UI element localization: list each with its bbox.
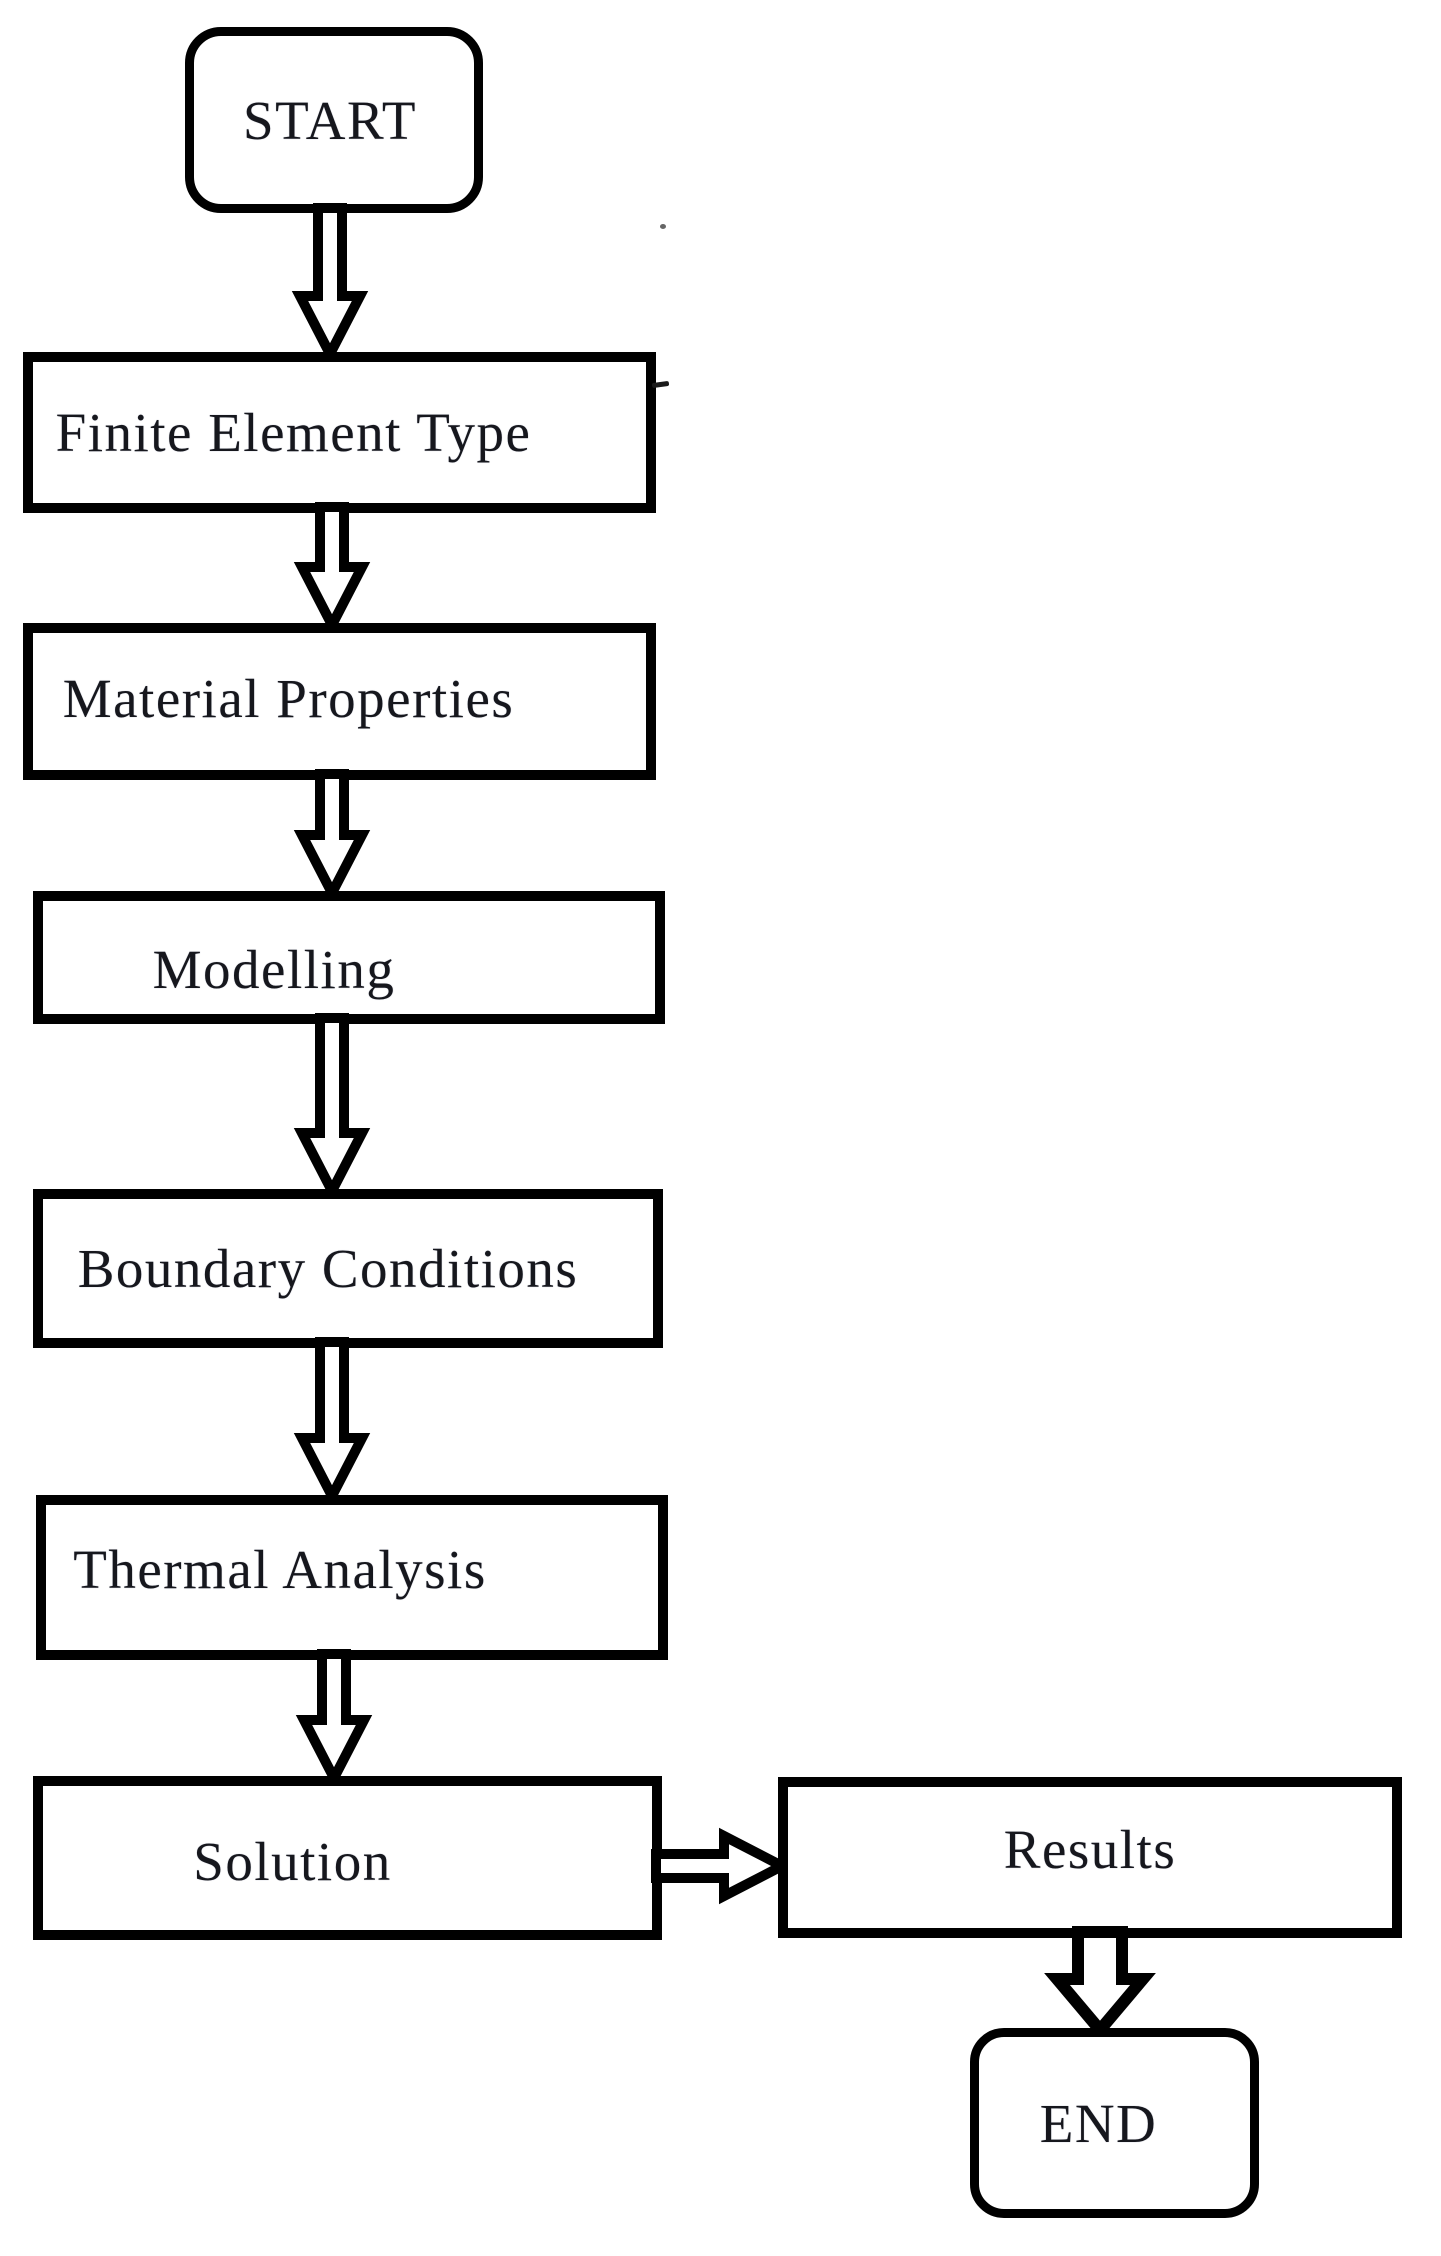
node-results-label: Results (1003, 1819, 1177, 1880)
down-arrow-shape (1044, 1926, 1156, 2040)
down-arrow-shape (291, 203, 369, 365)
node-thermal-analysis: Thermal Analysis (36, 1495, 668, 1660)
down-arrow-shape (293, 502, 371, 636)
arrow-thermal-analysis-to-solution-icon (295, 1649, 373, 1789)
arrow-solution-to-results-icon (651, 1827, 793, 1905)
down-arrow-shape (293, 1013, 371, 1202)
node-start-label: START (243, 89, 417, 151)
arrow-material-properties-to-modelling-icon (293, 769, 371, 904)
down-arrow-shape (293, 1337, 371, 1507)
right-arrow-shape (651, 1827, 793, 1905)
node-modelling: Modelling (33, 891, 665, 1024)
node-material-properties-label: Material Properties (62, 668, 515, 729)
node-start: START (185, 27, 483, 213)
arrow-boundary-conditions-to-thermal-analysis-icon (293, 1337, 371, 1507)
node-material-properties: Material Properties (23, 623, 656, 780)
node-solution: Solution (33, 1776, 662, 1940)
node-boundary-conditions: Boundary Conditions (33, 1189, 663, 1348)
node-results: Results (778, 1777, 1402, 1938)
arrow-modelling-to-boundary-conditions-icon (293, 1013, 371, 1202)
stray-mark-dash (651, 380, 670, 389)
node-thermal-analysis-label: Thermal Analysis (73, 1539, 487, 1600)
arrow-results-to-end-icon (1044, 1926, 1156, 2040)
node-finite-element-type: Finite Element Type (23, 352, 656, 513)
arrow-start-to-finite-element-type-icon (291, 203, 369, 365)
node-solution-label: Solution (193, 1830, 392, 1892)
node-end-label: END (1039, 2092, 1158, 2154)
node-end: END (970, 2028, 1259, 2218)
node-modelling-label: Modelling (152, 939, 396, 1000)
stray-mark-dot (660, 224, 666, 229)
down-arrow-shape (295, 1649, 373, 1789)
down-arrow-shape (293, 769, 371, 904)
node-finite-element-type-label: Finite Element Type (55, 402, 532, 463)
arrow-finite-element-type-to-material-properties-icon (293, 502, 371, 636)
node-boundary-conditions-label: Boundary Conditions (77, 1238, 579, 1299)
